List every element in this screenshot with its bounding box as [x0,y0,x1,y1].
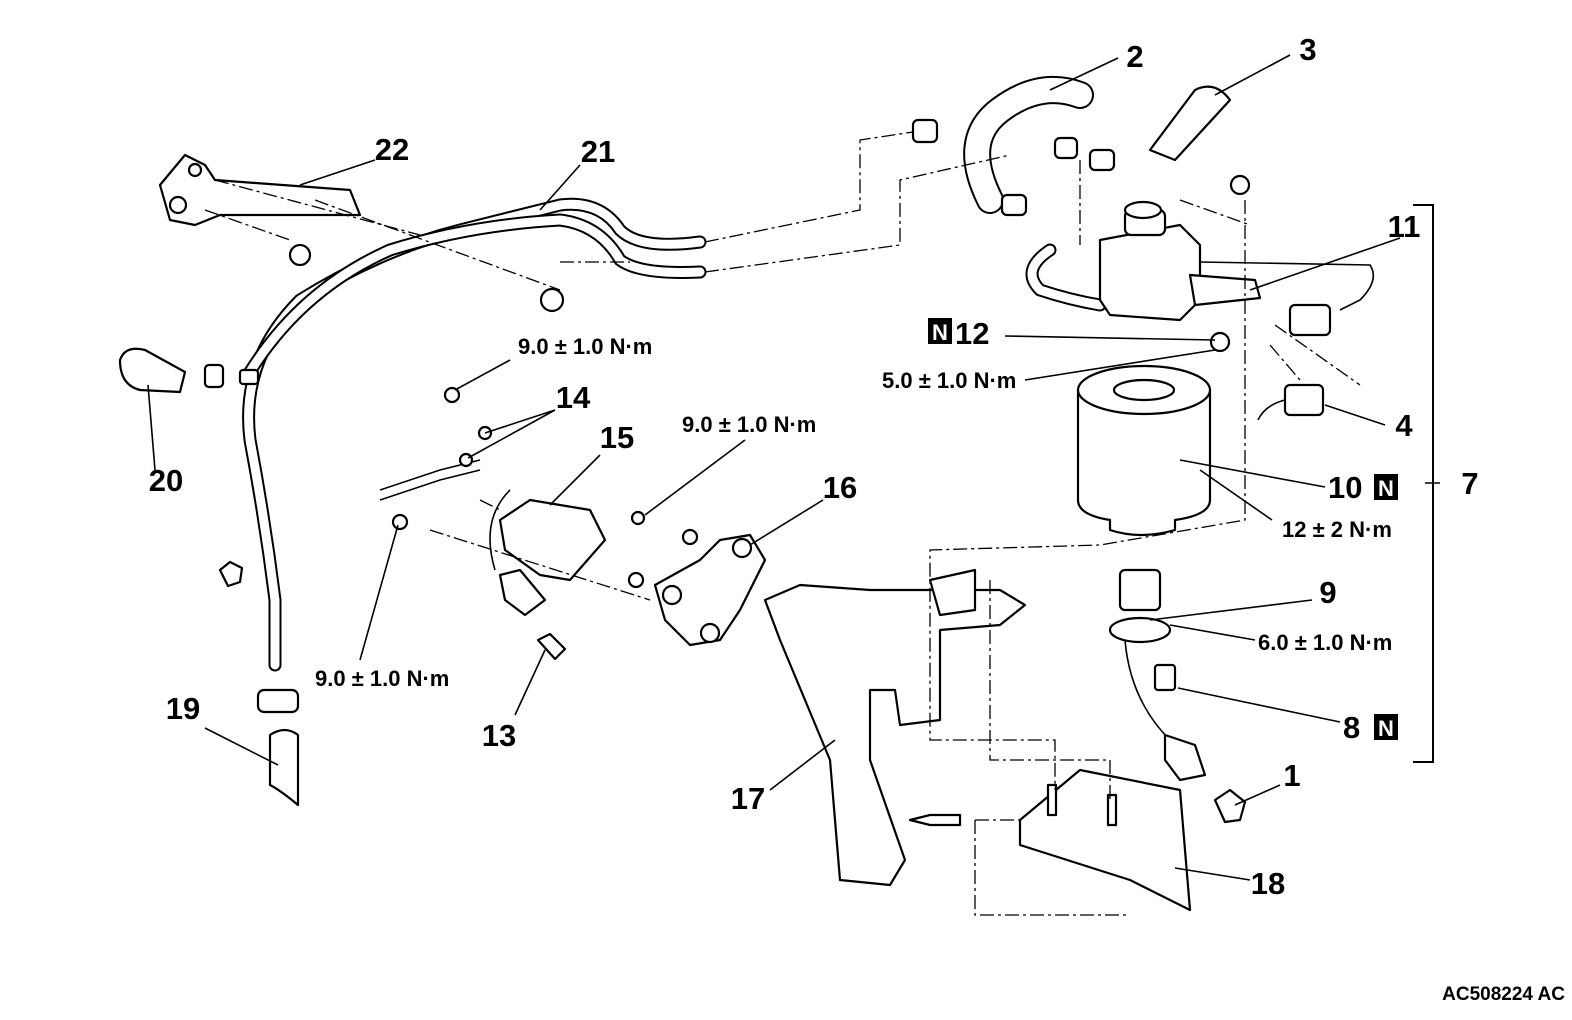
label-20: 20 [149,463,183,498]
label-7: 7 [1461,466,1478,501]
hose-20 [118,347,260,588]
bracket-18 [908,768,1247,912]
torque-9: 6.0 ± 1.0 N·m [1258,630,1392,655]
water-sensor-9 [1108,568,1207,782]
torque-14: 9.0 ± 1.0 N·m [518,334,652,359]
torque-10: 12 ± 2 N·m [1282,517,1392,542]
label-19: 19 [166,691,200,726]
leader-lines [147,54,1440,881]
label-22: 22 [375,132,409,167]
filter-head-11 [1025,174,1375,353]
label-10: 10 [1328,470,1362,505]
assembly-lines [204,131,1361,916]
label-3: 3 [1299,32,1316,67]
label-2: 2 [1126,39,1143,74]
label-10-new-part: 10 N [1328,470,1398,505]
torque-16: 9.0 ± 1.0 N·m [682,412,816,437]
label-8: 8 [1343,710,1360,745]
hose-2-and-3 [911,76,1232,217]
label-8-new-part: 8 N [1343,710,1398,745]
bracket-17 [763,568,1027,887]
label-11: 11 [1388,209,1421,244]
label-17: 17 [731,781,765,816]
label-13: 13 [482,718,516,753]
hose-19 [256,688,300,807]
label-9: 9 [1319,575,1336,610]
new-part-marker: N [932,320,948,345]
label-12: 12 [955,316,989,351]
label-18: 18 [1251,866,1285,901]
relay-15 [379,386,607,661]
new-part-marker: N [1378,716,1394,741]
fuel-pipe-21 [241,197,707,672]
fuel-filter-10 [1076,364,1212,537]
label-14: 14 [556,380,591,415]
torque-12: 5.0 ± 1.0 N·m [882,368,1016,393]
figure-code: AC508224 AC [1442,984,1565,1005]
label-4: 4 [1395,408,1413,443]
bracket-22 [158,153,565,313]
label-12-new-part: N 12 [928,316,989,351]
connector-4 [1257,383,1325,421]
label-16: 16 [823,470,857,505]
label-15: 15 [600,420,634,455]
label-1: 1 [1283,758,1300,793]
bracket-16 [627,510,767,647]
torque-15: 9.0 ± 1.0 N·m [315,666,449,691]
new-part-marker: N [1378,476,1394,501]
label-21: 21 [581,134,615,169]
